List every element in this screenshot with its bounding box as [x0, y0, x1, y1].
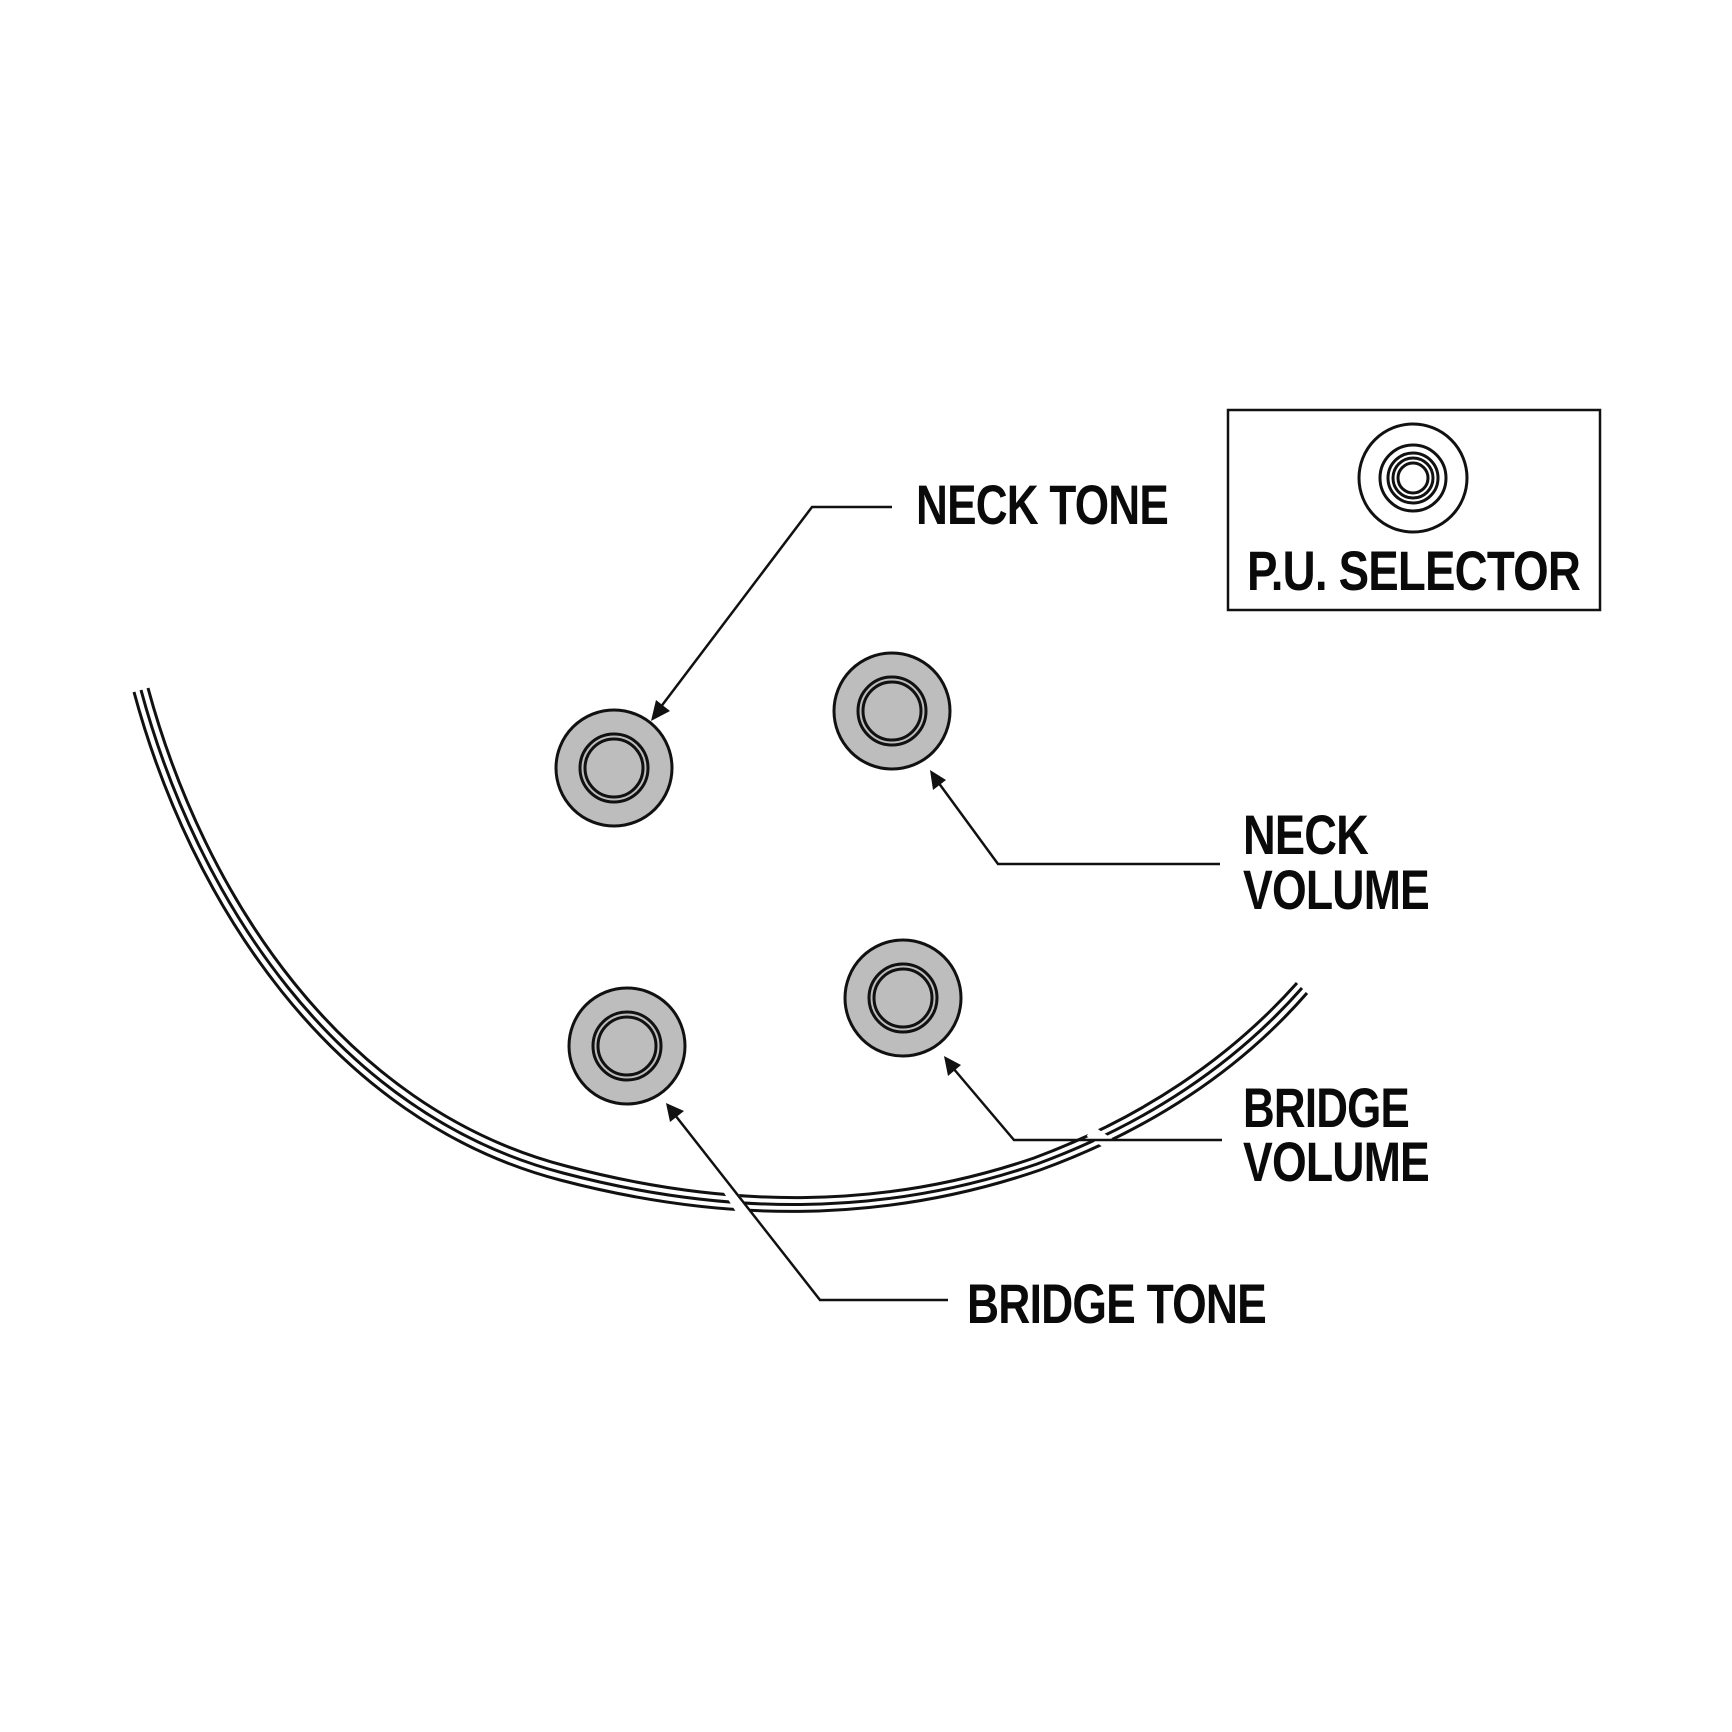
arrowhead-icon: [666, 1103, 684, 1122]
arrowhead-icon: [944, 1056, 961, 1076]
bridge-volume-knob: [843, 938, 963, 1058]
neck-tone-knob: [554, 708, 674, 828]
neck-volume-knob: [832, 651, 952, 771]
leader-gap-bridge-tone: [722, 1184, 764, 1240]
bridge-volume-leader: [944, 1056, 1222, 1142]
neck-tone-leader: [651, 505, 892, 721]
pu-selector-label: P.U. SELECTOR: [1247, 539, 1580, 602]
bridge-tone-label: BRIDGE TONE: [967, 1272, 1266, 1335]
neck-volume-leader: [930, 770, 1220, 866]
bridge-tone-leader: [666, 1103, 948, 1302]
pu-selector-legend: P.U. SELECTOR: [1226, 408, 1602, 612]
neck-tone-label: NECK TONE: [916, 473, 1168, 536]
neck-volume-label-line2: VOLUME: [1243, 858, 1429, 921]
arrowhead-icon: [651, 700, 670, 721]
neck-volume-label-line1: NECK: [1243, 803, 1368, 866]
bridge-tone-knob: [567, 986, 687, 1106]
bridge-volume-label-line1: BRIDGE: [1243, 1076, 1409, 1139]
toggle-switch-icon: [1357, 422, 1469, 534]
bridge-volume-label-line2: VOLUME: [1243, 1130, 1429, 1193]
arrowhead-icon: [930, 770, 946, 790]
guitar-body-edge: [132, 687, 1309, 1213]
